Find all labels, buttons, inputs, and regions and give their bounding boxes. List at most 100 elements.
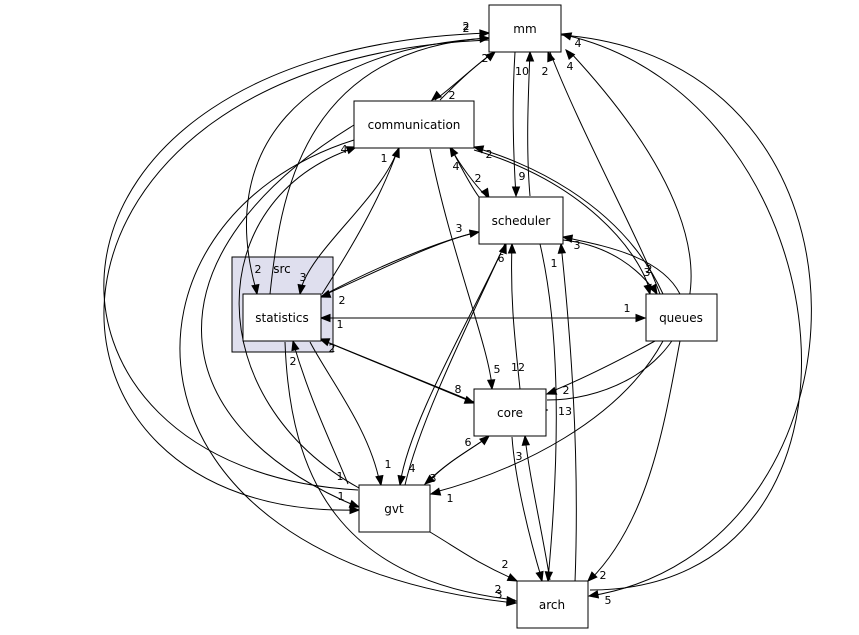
edge-label-scheduler-to-statistics: 2 <box>339 294 346 307</box>
edge-queues-to-arch <box>589 340 681 581</box>
arrowhead-queues-to-core <box>545 386 558 395</box>
node-scheduler[interactable]: scheduler <box>478 196 564 245</box>
edge-label-scheduler-to-queues: 3 <box>644 266 651 279</box>
edge-label-mm-to-statistics: 2 <box>255 263 262 276</box>
node-label-arch: arch <box>539 598 565 612</box>
edge-statistics-to-core <box>321 339 473 403</box>
edge-label-communication-to-core: 5 <box>494 363 501 376</box>
arrowhead-arch-to-mm <box>560 32 573 41</box>
edge-label-queues-to-scheduler: 3 <box>574 239 581 252</box>
arrowhead-communication-to-statistics <box>297 283 306 296</box>
arrowhead-scheduler-to-statistics <box>319 289 332 298</box>
arrowhead-arch-to-core <box>521 434 531 446</box>
edge-queues-to-core <box>547 340 656 394</box>
edge-label-statistics-to-gvt: 1 <box>385 458 392 471</box>
arrowhead-core-to-mm <box>565 48 576 60</box>
arrowhead-statistics-to-queues <box>635 313 647 323</box>
edge-label-queues-to-core: 2 <box>563 384 570 397</box>
edge-communication-to-gvt <box>201 124 359 508</box>
arrowhead-core-to-scheduler <box>507 242 517 254</box>
edge-label-gvt-to-scheduler: 6 <box>498 252 505 265</box>
edge-label-core-to-statistics: 2 <box>329 342 336 355</box>
edge-scheduler-to-statistics <box>321 231 480 297</box>
edge-mm-to-gvt <box>103 39 490 511</box>
node-label-mm: mm <box>513 22 536 36</box>
edge-communication-to-arch <box>179 139 516 604</box>
arrowhead-gvt-to-arch <box>506 573 519 582</box>
arrowhead-mm-to-statistics <box>251 283 260 296</box>
arrowhead-mm-to-arch <box>587 590 600 599</box>
arrowhead-queues-to-statistics <box>319 313 331 323</box>
edge-label-communication-to-scheduler: 2 <box>475 172 482 185</box>
edge-core-to-scheduler <box>511 243 521 390</box>
arrowhead-communication-to-scheduler <box>480 187 490 200</box>
edges <box>103 32 812 604</box>
node-label-scheduler: scheduler <box>492 214 551 228</box>
node-mm[interactable]: mm <box>488 4 562 53</box>
arrowhead-scheduler-to-queues <box>648 283 658 296</box>
edge-arch-to-core <box>524 436 551 581</box>
arrowhead-statistics-to-scheduler <box>468 229 481 238</box>
node-core[interactable]: core <box>473 388 547 437</box>
node-arch[interactable]: arch <box>516 580 589 629</box>
edge-label-statistics-to-communication: 1 <box>381 152 388 165</box>
arrowhead-scheduler-to-arch <box>544 571 554 583</box>
arrowhead-statistics-to-arch <box>506 595 518 605</box>
arrowhead-scheduler-to-gvt <box>397 474 406 487</box>
cluster-label: src <box>273 262 291 276</box>
edge-gvt-to-scheduler <box>404 243 506 486</box>
arrowhead-queues-to-scheduler <box>561 234 574 243</box>
edge-statistics-to-mm <box>269 37 489 295</box>
edge-queues-to-scheduler <box>562 236 681 295</box>
arrowhead-mm-to-communication <box>430 90 442 101</box>
edge-label-communication-to-statistics: 3 <box>300 271 307 284</box>
edge-label-core-to-mm: 4 <box>575 37 582 50</box>
edge-label-queues-to-communication: 2 <box>486 148 493 161</box>
arrowhead-statistics-to-communication <box>391 146 400 159</box>
edge-gvt-to-arch <box>429 531 517 581</box>
edge-label-queues-to-mm: 2 <box>542 65 549 78</box>
node-queues[interactable]: queues <box>645 293 718 342</box>
arrowhead-mm-to-scheduler <box>511 186 521 198</box>
edge-scheduler-to-mm <box>527 51 531 197</box>
edge-statistics-to-communication <box>321 148 399 295</box>
arrowhead-gvt-to-statistics <box>291 339 300 352</box>
edge-label-communication-to-gvt: 1 <box>338 490 345 503</box>
node-communication[interactable]: communication <box>353 100 475 149</box>
node-statistics[interactable]: statistics <box>242 293 322 342</box>
node-gvt[interactable]: gvt <box>358 484 431 533</box>
edge-label-gvt-to-mm: 2 <box>463 20 470 33</box>
edge-scheduler-to-arch <box>539 243 557 581</box>
edge-statistics-to-gvt <box>309 341 381 485</box>
edge-label-queues-to-arch: 2 <box>600 569 607 582</box>
edge-label-communication-to-queues: 2 <box>646 263 653 276</box>
arrowhead-scheduler-to-mm <box>525 50 535 62</box>
edge-label-core-to-gvt: 3 <box>430 472 437 485</box>
arrowhead-statistics-to-core <box>463 395 476 404</box>
edge-label-mm-to-communication: 2 <box>449 89 456 102</box>
edge-communication-to-statistics <box>299 148 399 293</box>
arrowhead-statistics-to-mm <box>479 34 491 44</box>
arrowhead-statistics-to-gvt <box>375 474 384 487</box>
edge-label-statistics-to-mm: 2 <box>463 22 470 35</box>
arrowhead-core-to-arch <box>535 570 544 583</box>
edge-label-mm-to-scheduler: 9 <box>519 170 526 183</box>
arrowhead-communication-to-queues <box>643 283 652 296</box>
edge-label-communication-to-mm: 2 <box>482 52 489 65</box>
edge-label-arch-to-mm: 4 <box>567 60 574 73</box>
edge-core-to-arch <box>511 436 543 581</box>
arrowhead-mm-to-gvt <box>349 505 361 515</box>
edge-label-gvt-to-arch: 2 <box>502 558 509 571</box>
edge-core-to-mm <box>546 51 692 401</box>
edge-label-statistics-to-arch: 2 <box>495 583 502 596</box>
edge-gvt-to-mm <box>103 32 489 491</box>
edge-statistics-to-scheduler <box>321 231 479 297</box>
edge-gvt-to-communication <box>238 147 360 489</box>
edge-label-scheduler-to-gvt: 4 <box>409 462 416 475</box>
arrowhead-core-to-statistics <box>318 338 331 347</box>
edge-mm-to-arch <box>560 34 812 597</box>
arrowheads <box>251 29 658 607</box>
arrowhead-gvt-to-core <box>479 435 491 446</box>
arrowhead-queues-to-gvt <box>429 487 442 496</box>
